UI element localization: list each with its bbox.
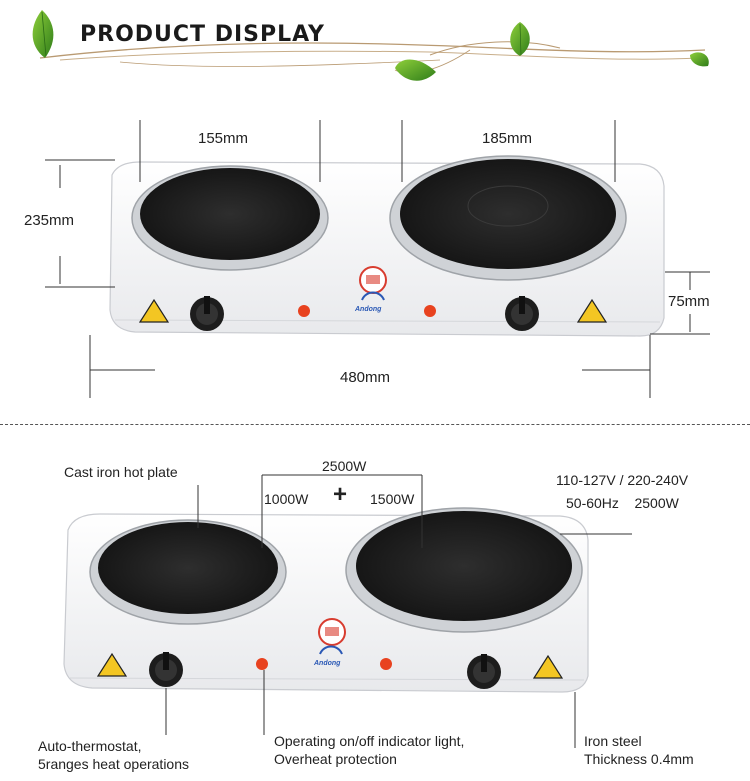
label-thermostat: Auto-thermostat, 5ranges heat operations [38, 737, 189, 773]
plus-sign: + [333, 481, 348, 508]
leaf-icon [395, 59, 436, 81]
section-divider [0, 424, 750, 425]
leaf-icon [510, 22, 530, 56]
brand-logo: Andong [314, 660, 341, 667]
label-indicator: Operating on/off indicator light, Overhe… [274, 732, 464, 768]
power-right: 1500W [370, 491, 415, 507]
stove-top-view [109, 155, 665, 337]
label-plate: Cast iron hot plate [64, 464, 178, 480]
power-total: 2500W [322, 458, 367, 474]
leader-lines-bottom [165, 474, 632, 748]
label-indicator-line1: Operating on/off indicator light, [274, 733, 465, 749]
page-title: PRODUCT DISPLAY [80, 22, 325, 47]
brand-logo: Andong [355, 306, 382, 313]
leaf-icon [32, 10, 54, 58]
dim-depth: 235mm [24, 212, 75, 229]
label-thermostat-line2: 5ranges heat operations [38, 756, 189, 772]
stove-bottom-view [63, 507, 589, 693]
label-indicator-line2: Overheat protection [274, 751, 397, 767]
dim-height: 75mm [668, 293, 710, 310]
dim-left-plate: 155mm [198, 130, 249, 147]
dim-right-plate: 185mm [482, 130, 533, 147]
label-steel-line2: Thickness 0.4mm [584, 751, 694, 767]
leaf-icon [690, 52, 709, 67]
label-steel: Iron steel Thickness 0.4mm [584, 732, 694, 768]
label-steel-line1: Iron steel [584, 733, 642, 749]
spec-frequency-power: 50-60Hz 2500W [566, 495, 679, 511]
power-left: 1000W [264, 491, 309, 507]
spec-voltage: 110-127V / 220-240V [556, 472, 689, 488]
label-thermostat-line1: Auto-thermostat, [38, 738, 142, 754]
dim-width: 480mm [340, 369, 391, 386]
dimension-lines-top [45, 120, 710, 398]
